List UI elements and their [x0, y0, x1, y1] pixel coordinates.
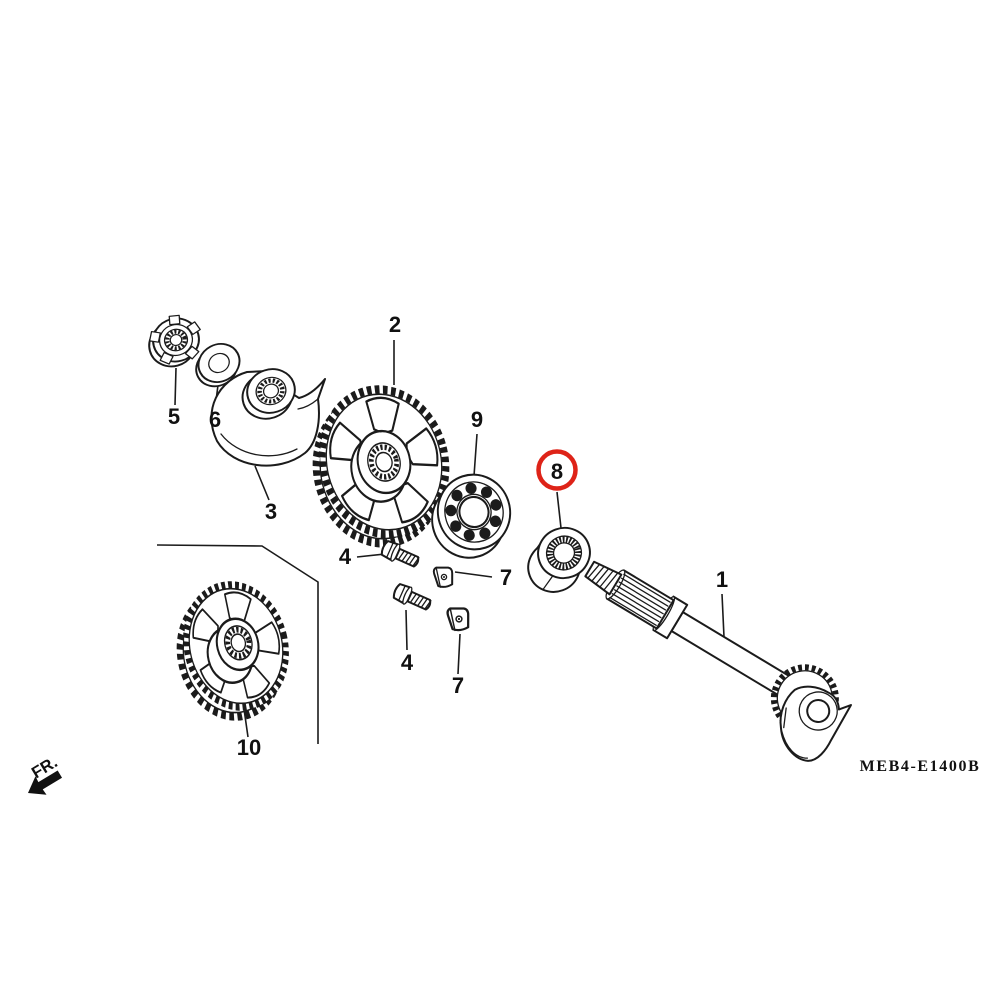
highlight-circle [536, 449, 578, 491]
fr-arrow-icon [28, 770, 63, 795]
part-5-lock-nut [148, 314, 201, 368]
callout-7a[interactable]: 7 [500, 565, 512, 590]
callout-2[interactable]: 2 [389, 312, 401, 337]
weight-thickness-line [781, 730, 809, 759]
callout-4a[interactable]: 4 [339, 544, 352, 569]
weight-hole [806, 699, 831, 724]
gear-teeth-ring [183, 581, 289, 711]
gear-root-circle [325, 393, 443, 531]
part-3-crescent-plate [210, 368, 326, 467]
bearing-bore-edge [545, 535, 583, 571]
balancer-weight [779, 685, 852, 762]
part-6-washer [195, 343, 241, 388]
nut-bore-hole [169, 333, 183, 347]
highlighted-callout-8[interactable]: 8 [536, 449, 578, 491]
callout-3[interactable]: 3 [265, 499, 277, 524]
fr-orientation-marker: FR. [28, 753, 63, 795]
nut-threads [165, 329, 187, 351]
hub-bore-splines [257, 378, 285, 404]
bearing-balls [445, 482, 503, 542]
bearing-bore [458, 495, 490, 529]
bearing-outer-race [436, 473, 512, 551]
gear-teeth-ring [318, 385, 450, 539]
part-4-bolt-b [390, 580, 435, 615]
washer-bore [208, 352, 230, 374]
hub-bore-hole [262, 383, 280, 399]
weight-boss [798, 691, 838, 731]
callout-5[interactable]: 5 [168, 404, 180, 429]
part-2-large-gear [312, 385, 450, 548]
outer-race-inner-edge [444, 481, 504, 543]
part-10-large-gear [176, 581, 289, 721]
thread-ridges [587, 563, 619, 591]
callout-7b[interactable]: 7 [452, 673, 464, 698]
crescent-horn-line [297, 398, 319, 410]
callout-10[interactable]: 10 [237, 735, 261, 760]
callout-1[interactable]: 1 [716, 567, 728, 592]
part-8-needle-bearing [527, 526, 591, 593]
nut-face-edge [158, 323, 194, 357]
part-1-balancer-shaft [584, 560, 852, 762]
hub-bore-hole [230, 633, 247, 653]
callout-8[interactable]: 8 [551, 459, 563, 484]
shaft-body [670, 611, 794, 698]
hub-bore-hole [375, 451, 393, 473]
part-7-plate-b [446, 605, 471, 633]
gear-root-circle [188, 587, 284, 705]
callout-4b[interactable]: 4 [401, 650, 414, 675]
bearing-bore-hole [552, 542, 576, 564]
hub-bore-splines [369, 444, 399, 480]
part-7-plate-a [432, 565, 455, 589]
section-bracket-line [156, 544, 319, 744]
part-9-ball-bearing [431, 473, 512, 559]
crescent-thickness-line [220, 433, 298, 457]
bearing-needles [546, 536, 582, 570]
callout-9[interactable]: 9 [471, 407, 483, 432]
weight-chamfer-line [783, 707, 787, 729]
inner-race-edge [456, 493, 492, 531]
spline-ridges [609, 573, 671, 626]
callout-6[interactable]: 6 [209, 407, 221, 432]
diagram-code: MEB4-E1400B [860, 758, 981, 775]
